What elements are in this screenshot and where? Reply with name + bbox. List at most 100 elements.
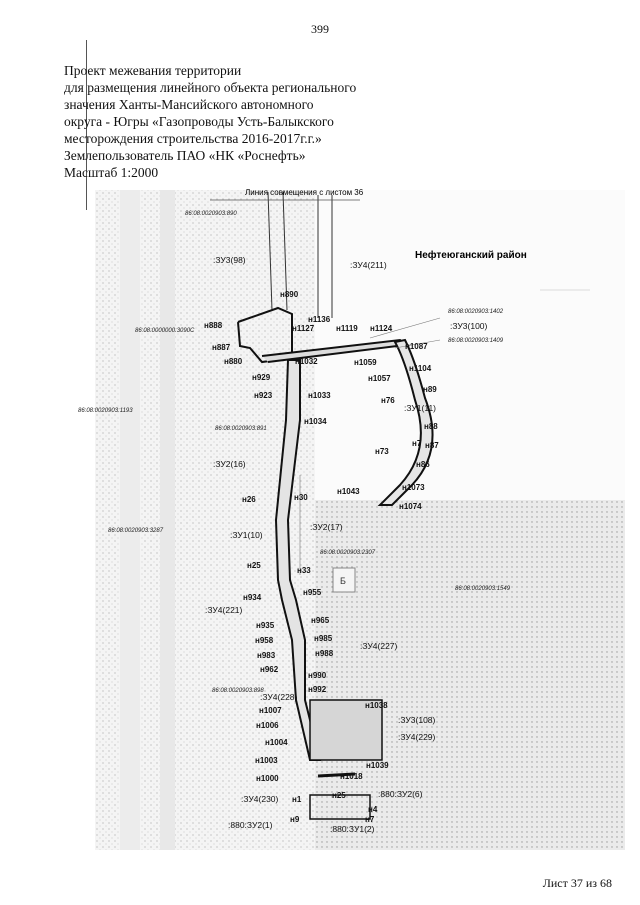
parcel-label: :ЗУ2(16) [213, 459, 246, 469]
corridor-line [282, 191, 288, 311]
point-label: н87 [425, 441, 439, 450]
point-label: н1059 [354, 358, 377, 367]
point-label: н1043 [337, 487, 360, 496]
cadastral-number: 86:08:0020903:2307 [320, 550, 376, 556]
point-label: н934 [243, 593, 262, 602]
survey-map: Б Линия совмещения с листом 36 Нефтеюган… [78, 188, 625, 850]
survey-point-labels: н890 н1136 н1127 н888 н1119 н1124 н887 н… [204, 290, 439, 824]
point-label: н1033 [308, 391, 331, 400]
building-label: Б [340, 576, 346, 586]
point-label: н1039 [366, 761, 389, 770]
point-label: н33 [297, 566, 311, 575]
map-title: Линия совмещения с листом 36 [245, 188, 364, 197]
point-label: н25 [332, 791, 346, 800]
sheet-number: Лист 37 из 68 [542, 876, 612, 890]
point-label: н962 [260, 665, 279, 674]
point-label: н25 [247, 561, 261, 570]
point-label: н1003 [255, 756, 278, 765]
cadastral-number: 86:08:0020903:3287 [108, 528, 164, 534]
point-label: н1007 [259, 706, 282, 715]
header-line: Проект межевания территории [64, 63, 242, 78]
map-strip [160, 190, 175, 850]
point-label: н880 [224, 357, 243, 366]
parcel-label: :880:ЗУ2(6) [378, 789, 423, 799]
parcel-label: :ЗУ4(229) [398, 732, 436, 742]
point-label: н1038 [365, 701, 388, 710]
point-label: н89 [423, 385, 437, 394]
cadastral-number: 86:08:0000000:3090С [135, 328, 195, 334]
point-label: н1073 [402, 483, 425, 492]
point-label: н887 [212, 343, 231, 352]
header-line: месторождения строительства 2016-2017г.г… [64, 131, 322, 146]
point-label: н86 [416, 460, 430, 469]
point-label: н1018 [340, 772, 363, 781]
cadastral-number: 86:08:0020903:890 [185, 211, 237, 217]
header-line: значения Ханты-Мансийского автономного [64, 97, 314, 112]
parcel-label: :ЗУ2(17) [310, 522, 343, 532]
point-label: н4 [368, 805, 378, 814]
header-line: Землепользователь ПАО «НК «Роснефть» [64, 148, 306, 163]
parcel-label: :ЗУ3(108) [398, 715, 436, 725]
parcel-label: :ЗУ1(10) [230, 530, 263, 540]
point-label: н1104 [409, 364, 432, 373]
cadastral-number: 86:08:0020903:898 [212, 688, 264, 694]
point-label: н1119 [336, 324, 358, 333]
point-label: н7 [365, 815, 375, 824]
page-number: 399 [311, 22, 329, 36]
cadastral-number: 86:08:0020903:1409 [448, 338, 504, 344]
point-label: н88 [424, 422, 438, 431]
map-background-right [315, 500, 625, 850]
point-label: н929 [252, 373, 271, 382]
point-label: н890 [280, 290, 299, 299]
cadastral-number: 86:08:0020903:891 [215, 426, 267, 432]
header-line: округа - Югры «Газопроводы Усть-Балыкско… [64, 114, 334, 129]
point-label: н1000 [256, 774, 279, 783]
point-label: н992 [308, 685, 327, 694]
parcel-label: :ЗУ4(211) [350, 260, 387, 270]
header-line: для размещения линейного объекта региона… [64, 80, 357, 95]
parcel-label: :ЗУ4(230) [241, 794, 279, 804]
point-label: н1057 [368, 374, 391, 383]
parcel-label: :ЗУ4(227) [360, 641, 398, 651]
point-label: н990 [308, 671, 327, 680]
point-label: н1136 [308, 315, 331, 324]
point-label: н1124 [370, 324, 393, 333]
map-strip [120, 190, 140, 850]
parcel-label: :ЗУ3(98) [213, 255, 246, 265]
point-label: н1087 [405, 342, 428, 351]
point-label: н1034 [304, 417, 327, 426]
corridor-line [267, 191, 273, 311]
point-label: н1006 [256, 721, 279, 730]
header-line: Масштаб 1:2000 [64, 165, 159, 180]
parcel-label: :880:ЗУ2(1) [228, 820, 273, 830]
cadastral-number: 86:08:0020903:1549 [455, 586, 511, 592]
point-label: н76 [381, 396, 395, 405]
point-label: н1074 [399, 502, 422, 511]
cadastral-number: 86:08:0020903:1402 [448, 309, 504, 315]
pipeline-corridor [317, 772, 356, 778]
point-label: н888 [204, 321, 223, 330]
parcel-label: :880:ЗУ1(2) [330, 824, 375, 834]
point-label: н923 [254, 391, 273, 400]
document-header: Проект межевания территории для размещен… [64, 62, 394, 181]
margin-line [86, 40, 87, 210]
point-label: н1032 [295, 357, 318, 366]
parcel-label: :ЗУ4(221) [205, 605, 243, 615]
parcel-outline [309, 794, 371, 820]
point-label: н1004 [265, 738, 288, 747]
parcel-label: :ЗУ1(11) [404, 403, 436, 413]
building [332, 567, 356, 593]
point-label: н985 [314, 634, 333, 643]
parcel-labels: :ЗУ3(98) :ЗУ4(211) :ЗУ3(100) :ЗУ1(11) :З… [205, 255, 488, 834]
point-label: н9 [290, 815, 300, 824]
parcel-label: :ЗУ3(100) [450, 321, 488, 331]
point-label: н30 [294, 493, 308, 502]
point-label: н1 [292, 795, 302, 804]
point-label: н988 [315, 649, 334, 658]
leader-line [394, 339, 441, 349]
parcel-outline [309, 699, 383, 761]
cadastral-number: 86:08:0020903:1193 [78, 408, 133, 414]
point-label: н958 [255, 636, 274, 645]
parcel-label: :ЗУ4(228) [260, 692, 298, 702]
point-label: н935 [256, 621, 275, 630]
